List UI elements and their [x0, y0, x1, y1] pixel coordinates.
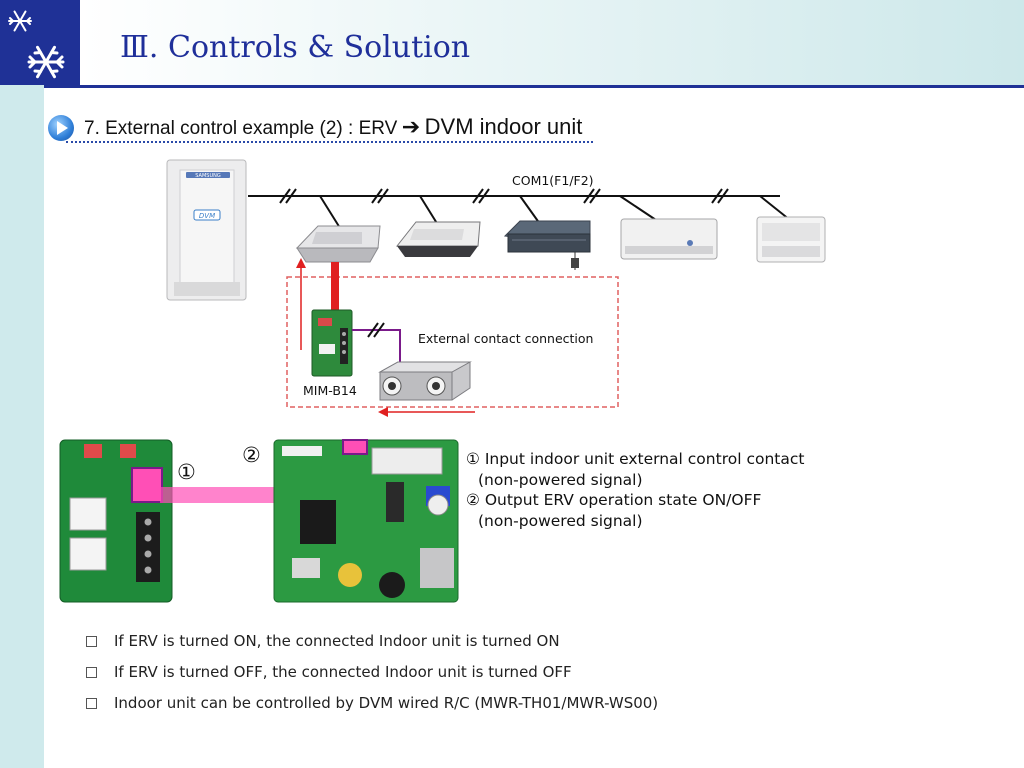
checkbox-bullet-icon	[86, 636, 97, 647]
mim-dashed-box	[286, 276, 619, 408]
com1-bus	[248, 188, 791, 229]
indoor-wall-mounted	[620, 218, 718, 260]
erv-line-break	[367, 322, 385, 338]
checkbox-bullet-icon	[86, 667, 97, 678]
list-item: If ERV is turned ON, the connected Indoo…	[86, 632, 560, 650]
left-band	[0, 85, 44, 768]
contact-notes: ① Input indoor unit external control con…	[466, 449, 804, 531]
header-corner	[0, 0, 80, 85]
slide-title: Ⅲ. Controls & Solution	[120, 30, 471, 65]
input-contact-highlight	[131, 467, 163, 503]
indoor-duct	[503, 220, 591, 270]
mim-b14-module	[311, 309, 353, 377]
list-item: Indoor unit can be controlled by DVM wir…	[86, 694, 658, 712]
bullet-text: If ERV is turned OFF, the connected Indo…	[114, 663, 572, 681]
note-line-4: (non-powered signal)	[478, 511, 643, 530]
section-underline	[66, 141, 593, 143]
com1-label: COM1(F1/F2)	[512, 173, 594, 188]
red-arrow-left	[378, 407, 475, 417]
erv-signal-line	[352, 329, 401, 368]
indoor-console	[756, 216, 826, 263]
section-heading: 7. External control example (2) : ERV ➔ …	[84, 113, 582, 144]
header-band	[80, 0, 1024, 85]
callout-two: ②	[242, 443, 261, 467]
outdoor-unit: SAMSUNG DVM	[166, 159, 247, 301]
outdoor-brand-label: SAMSUNG	[195, 173, 221, 179]
section-heading-prefix: 7. External control example (2) : ERV	[84, 118, 398, 139]
arrow-icon: ➔	[401, 114, 421, 139]
list-item: If ERV is turned OFF, the connected Indo…	[86, 663, 572, 681]
note-line-2: (non-powered signal)	[478, 470, 643, 489]
output-contact-highlight	[342, 439, 368, 455]
section-heading-suffix: DVM indoor unit	[424, 114, 583, 139]
snowflake-icon	[8, 10, 65, 79]
erv-unit	[378, 361, 472, 401]
external-contact-label: External contact connection	[418, 331, 594, 346]
bullet-text: If ERV is turned ON, the connected Indoo…	[114, 632, 560, 650]
red-link	[331, 262, 339, 312]
indoor-pcb-photo	[273, 439, 459, 603]
mim-board-photo	[59, 439, 173, 603]
play-bullet-icon	[48, 115, 74, 141]
red-arrow-up	[296, 258, 306, 350]
header-rule	[0, 85, 1024, 88]
note-line-3: ② Output ERV operation state ON/OFF	[466, 491, 762, 509]
outdoor-badge-label: DVM	[199, 212, 215, 220]
note-line-1: ① Input indoor unit external control con…	[466, 450, 805, 468]
checkbox-bullet-icon	[86, 698, 97, 709]
indoor-cassette-2	[395, 221, 481, 257]
indoor-cassette-1	[295, 225, 381, 263]
callout-one: ①	[177, 460, 196, 484]
mim-b14-label: MIM-B14	[303, 383, 357, 398]
bullet-text: Indoor unit can be controlled by DVM wir…	[114, 694, 659, 712]
